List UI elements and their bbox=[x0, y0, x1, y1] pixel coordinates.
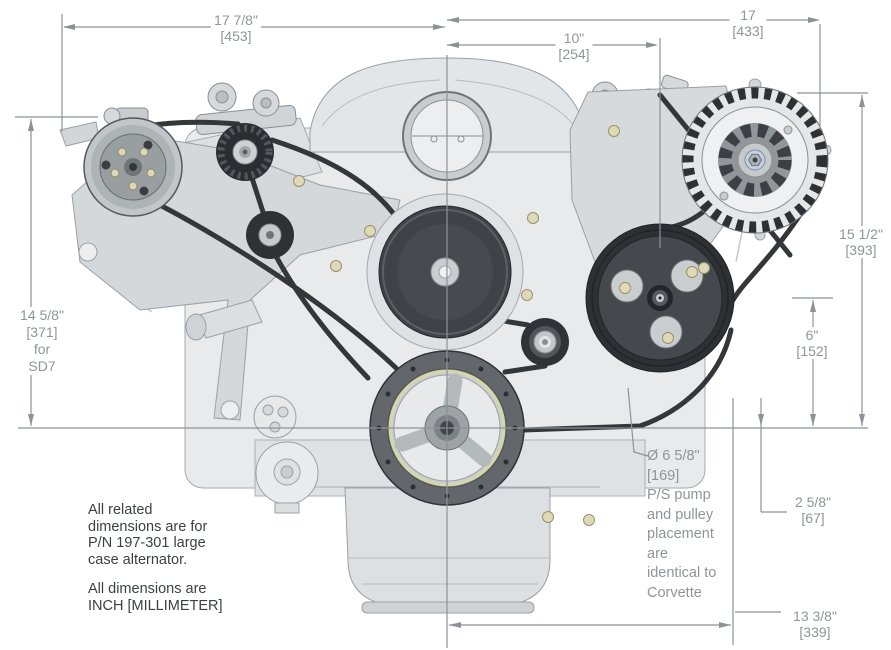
note-line: INCH [MILLIMETER] bbox=[88, 597, 223, 614]
dim-ac-height-note1: for bbox=[33, 341, 51, 357]
dim-ps-offset-mm: [67] bbox=[801, 510, 825, 526]
callout-line: and pulley bbox=[647, 506, 714, 523]
dimension-arrows bbox=[28, 17, 865, 628]
water-pump-pulley bbox=[366, 193, 524, 351]
ps-pulley-bolts bbox=[619, 266, 698, 344]
idler-pulley-left bbox=[246, 211, 294, 259]
dim-alt-height-mm: [393] bbox=[845, 242, 877, 258]
dim-ps-offset: 2 5/8" [67] bbox=[791, 494, 835, 526]
dim-overall-width: 17 7/8" [453] bbox=[211, 12, 261, 44]
dim-center-to-alt-inch: 17 bbox=[740, 7, 756, 23]
left-coil-packs bbox=[195, 82, 297, 136]
dim-ac-height-mm: [371] bbox=[26, 324, 58, 340]
dim-center-to-ps: 10" [254] bbox=[555, 30, 593, 62]
ps-pump-callout: Ø 6 5/8" [169] P/S pump and pulley place… bbox=[647, 447, 716, 603]
note-line: All related bbox=[88, 502, 153, 518]
callout-line: are bbox=[647, 545, 668, 562]
note-line: dimensions are for bbox=[88, 518, 208, 535]
callout-line: [169] bbox=[647, 467, 680, 484]
note-line: case alternator. bbox=[88, 551, 188, 568]
dim-bottom-width-inch: 13 3/8" bbox=[793, 608, 837, 624]
callout-line: identical to bbox=[647, 565, 717, 581]
dim-alt-height-inch: 15 1/2" bbox=[839, 226, 883, 242]
dim-bottom-width: 13 3/8" [339] bbox=[790, 608, 840, 640]
note-line: All dimensions are bbox=[88, 581, 207, 597]
dim-overall-width-inch: 17 7/8" bbox=[214, 12, 258, 28]
dim-ps-height-mm: [152] bbox=[796, 343, 828, 359]
callout-leader bbox=[627, 387, 649, 457]
dim-ps-height-inch: 6" bbox=[805, 327, 819, 343]
callout-line: P/S pump bbox=[647, 487, 711, 503]
callout-line: Ø 6 5/8" bbox=[647, 448, 700, 464]
dim-center-to-ps-mm: [254] bbox=[558, 46, 590, 62]
dim-ac-height-note2: SD7 bbox=[28, 358, 56, 374]
dimension-lines bbox=[15, 14, 868, 648]
general-note: All related dimensions are for P/N 197-3… bbox=[88, 502, 223, 614]
dim-alt-height: 15 1/2" [393] bbox=[836, 226, 886, 258]
dim-overall-width-mm: [453] bbox=[220, 28, 252, 44]
callout-line: placement bbox=[647, 526, 714, 542]
dim-ps-offset-inch: 2 5/8" bbox=[794, 494, 832, 510]
callout-line: Corvette bbox=[647, 584, 702, 601]
bracket-bolts bbox=[293, 125, 710, 526]
clutch-bolts bbox=[110, 147, 156, 191]
dim-ac-height-inch: 14 5/8" bbox=[20, 307, 64, 323]
tensioner-pulley bbox=[216, 123, 274, 181]
oil-pan-lip bbox=[361, 601, 535, 614]
alternator bbox=[681, 78, 832, 241]
bracket-hole bbox=[78, 242, 98, 262]
water-inlet bbox=[185, 299, 263, 341]
dim-bottom-width-mm: [339] bbox=[799, 624, 831, 640]
dim-center-to-ps-inch: 10" bbox=[563, 30, 585, 46]
note-line: P/N 197-301 large bbox=[88, 535, 206, 551]
dim-ps-height: 6" [152] bbox=[793, 327, 831, 359]
dim-center-to-alt: 17 [433] bbox=[729, 7, 767, 39]
ac-compressor bbox=[59, 107, 183, 217]
bracket-hole bbox=[220, 400, 240, 420]
intake-contours bbox=[321, 79, 575, 127]
dim-ac-height: 14 5/8" [371] for SD7 bbox=[17, 307, 67, 375]
idler-pulley-right bbox=[521, 318, 569, 366]
ps-pump-pulley bbox=[585, 223, 735, 373]
dim-center-to-alt-mm: [433] bbox=[732, 23, 764, 39]
